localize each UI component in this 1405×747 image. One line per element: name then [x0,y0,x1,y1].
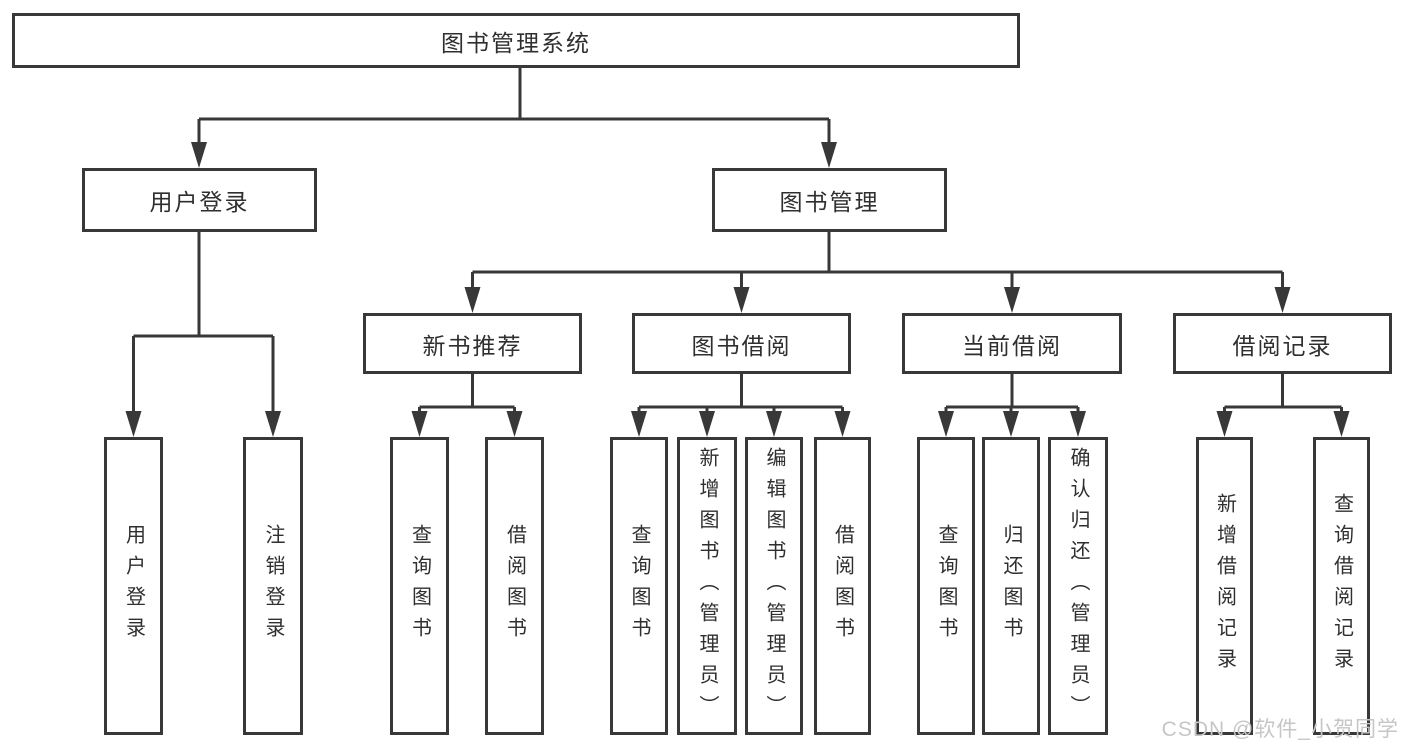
node-book-mgmt: 图书管理 [712,168,947,232]
node-borrow-record: 借阅记录 [1173,313,1392,374]
node-label: 图书管理系统 [441,29,591,56]
leaf-current-borrow-1: 归还图书 [982,437,1040,735]
node-label: 借阅记录 [1232,332,1333,359]
node-label: 新书推荐 [422,332,523,359]
leaf-borrow-record-0: 新增借阅记录 [1196,437,1253,735]
leaf-label: 查询图书 [935,524,957,648]
node-new-book-rec: 新书推荐 [363,313,582,374]
node-label: 当前借阅 [962,332,1062,359]
leaf-book-borrow-2: 编辑图书（管理员） [745,437,803,735]
node-current-borrow: 当前借阅 [902,313,1122,374]
leaf-label: 新增图书（管理员） [696,446,718,726]
node-label: 用户登录 [149,189,250,215]
leaf-label: 注销登录 [262,524,284,648]
leaf-label: 新增借阅记录 [1213,493,1236,679]
leaf-label: 查询借阅记录 [1330,493,1353,679]
leaf-user-login-0: 用户登录 [104,437,163,735]
node-book-borrow: 图书借阅 [632,313,851,374]
leaf-label: 查询图书 [408,524,431,648]
leaf-current-borrow-2: 确认归还（管理员） [1048,437,1108,735]
leaf-user-login-1: 注销登录 [243,437,303,735]
node-root: 图书管理系统 [12,13,1020,68]
leaf-new-book-rec-1: 借阅图书 [485,437,544,735]
leaf-label: 借阅图书 [503,524,526,648]
node-user-login: 用户登录 [82,168,317,232]
leaf-label: 用户登录 [122,524,145,648]
leaf-new-book-rec-0: 查询图书 [390,437,449,735]
leaf-label: 编辑图书（管理员） [763,446,785,726]
leaf-book-borrow-1: 新增图书（管理员） [677,437,737,735]
leaf-label: 归还图书 [1000,524,1022,648]
leaf-label: 确认归还（管理员） [1067,446,1089,726]
csdn-watermark: CSDN @软件_小贺同学 [1161,718,1399,741]
leaf-current-borrow-0: 查询图书 [917,437,975,735]
leaf-label: 查询图书 [628,524,650,648]
node-label: 图书管理 [779,189,880,215]
leaf-book-borrow-0: 查询图书 [610,437,668,735]
leaf-book-borrow-3: 借阅图书 [814,437,871,735]
leaf-borrow-record-1: 查询借阅记录 [1313,437,1370,735]
leaf-label: 借阅图书 [831,524,854,648]
node-label: 图书借阅 [691,332,792,359]
